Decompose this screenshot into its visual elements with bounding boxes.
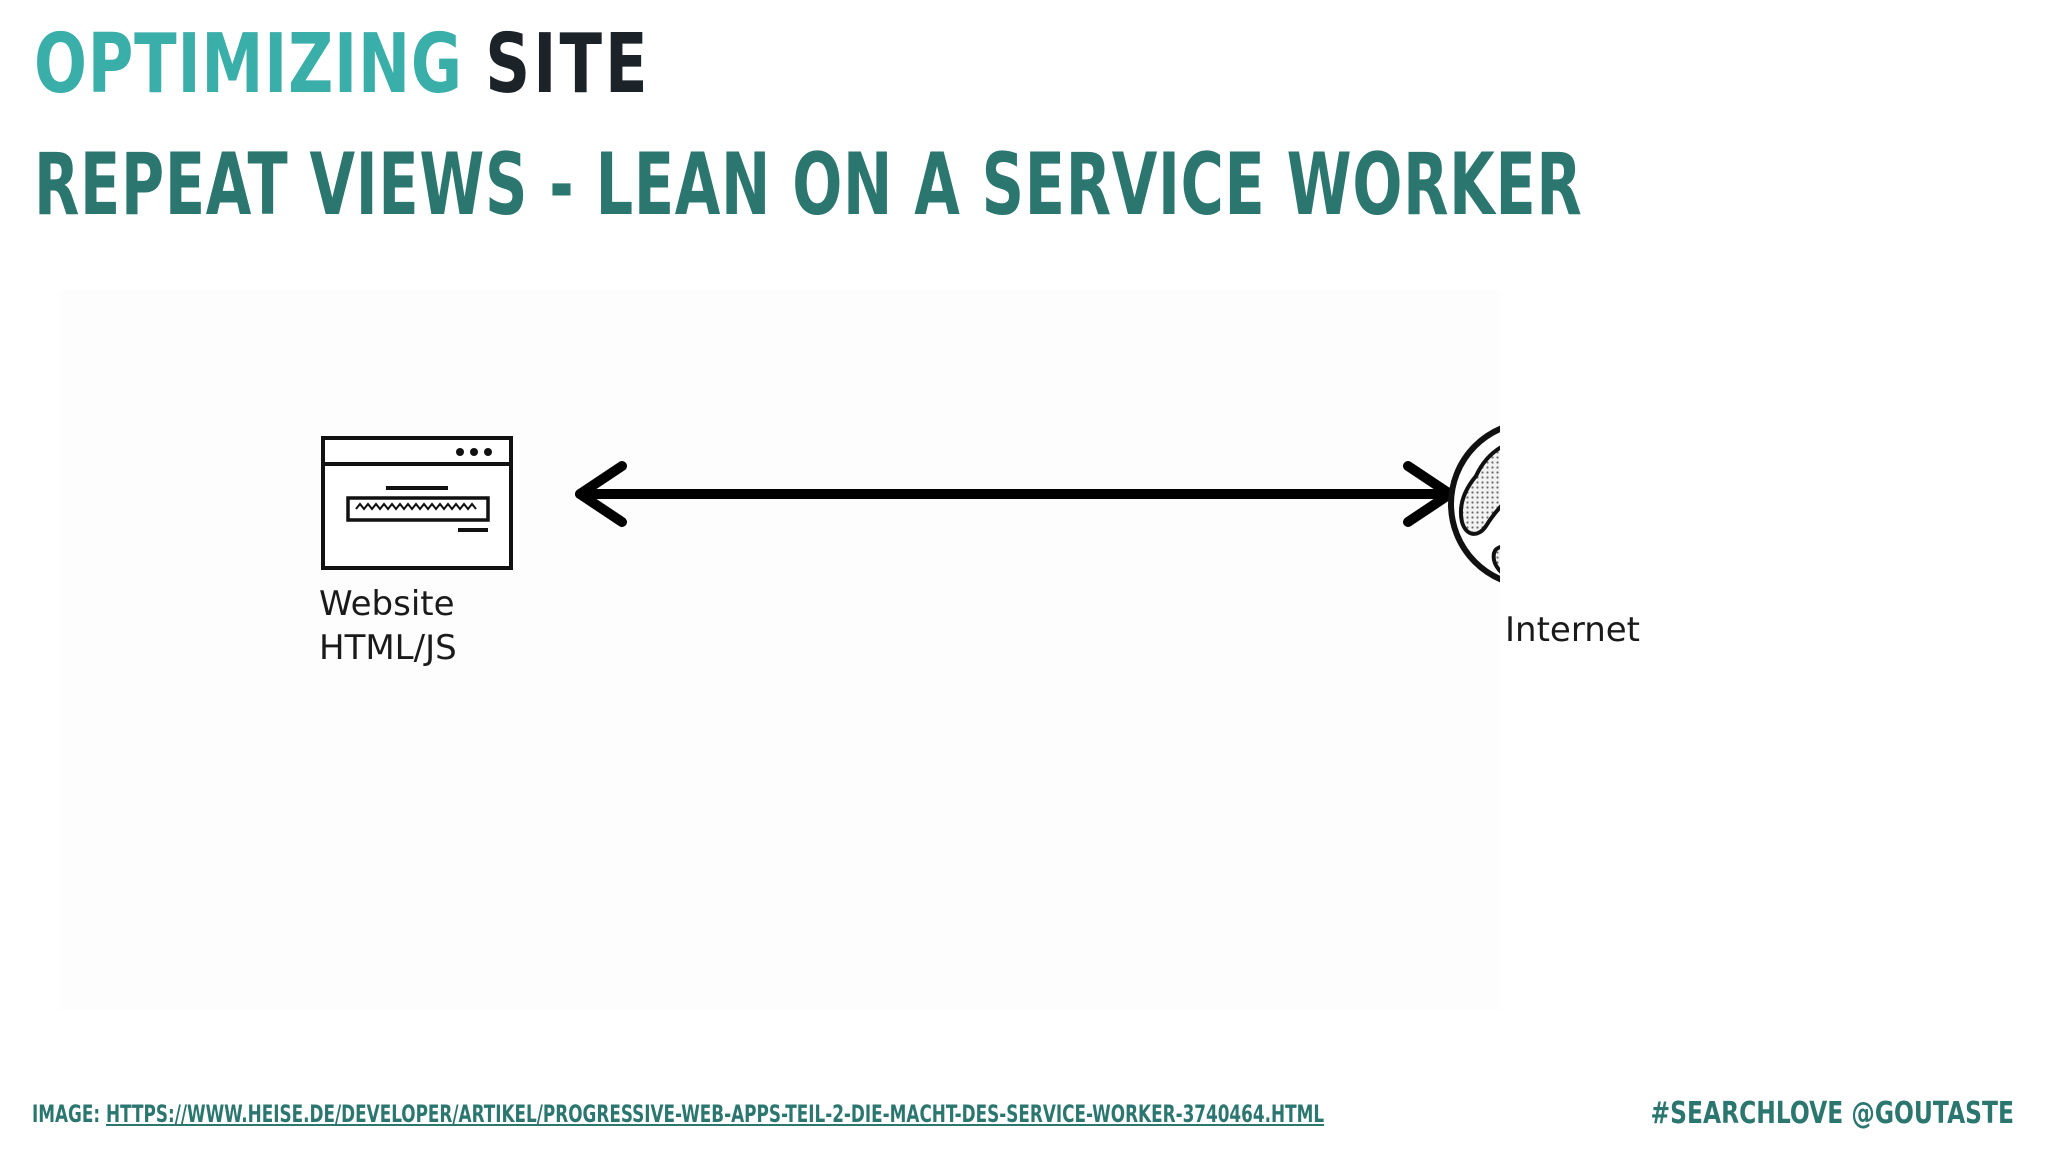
slide-subtitle: REPEAT VIEWS - LEAN ON A SERVICE WORKER <box>34 135 1583 235</box>
slide-title-site: SITE <box>485 17 651 112</box>
image-credit-link[interactable]: HTTPS://WWW.HEISE.DE/DEVELOPER/ARTIKEL/P… <box>105 1100 1325 1128</box>
browser-window-icon <box>321 436 513 570</box>
website-label-line2: HTML/JS <box>319 628 457 668</box>
image-credit: IMAGE: HTTPS://WWW.HEISE.DE/DEVELOPER/AR… <box>32 1100 1324 1128</box>
bidirectional-arrow <box>575 461 1455 527</box>
hashtag-handle: #SEARCHLOVE @GOUTASTE <box>1650 1096 2014 1131</box>
diagram-graphics <box>321 425 1500 583</box>
internet-label: Internet <box>1505 610 1641 650</box>
service-worker-diagram: Website HTML/JS Internet <box>60 290 1640 1010</box>
website-label: Website HTML/JS <box>319 582 457 670</box>
slide-title-optimizing: OPTIMIZING <box>34 17 463 112</box>
slide-title: OPTIMIZING SITE <box>34 24 651 106</box>
globe-icon <box>1448 425 1500 583</box>
website-label-line1: Website <box>319 584 455 624</box>
image-credit-prefix: IMAGE: <box>32 1100 101 1128</box>
